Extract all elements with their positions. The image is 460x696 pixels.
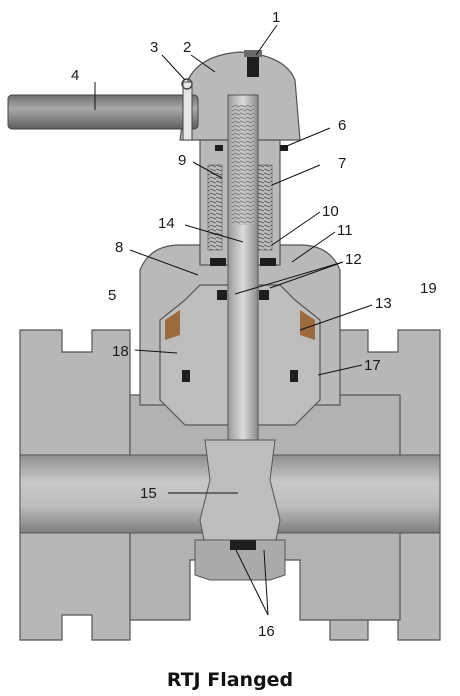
stem-seal-right [259, 290, 269, 300]
bronze-ring-right [300, 310, 315, 340]
bronze-ring-left [165, 310, 180, 340]
callout-4: 4 [71, 67, 79, 84]
callout-14: 14 [158, 215, 175, 232]
callout-8: 8 [115, 239, 123, 256]
callout-5: 5 [108, 287, 116, 304]
bonnet-o-ring-left [182, 370, 190, 382]
grease-fitting [247, 55, 259, 77]
packing-right [260, 258, 276, 266]
callout-2: 2 [183, 39, 191, 56]
callout-11: 11 [337, 222, 353, 239]
callout-13: 13 [375, 295, 392, 312]
upper-seal-left [215, 145, 223, 151]
spring-left [207, 164, 223, 251]
callout-7: 7 [338, 155, 346, 172]
callout-10: 10 [322, 203, 339, 220]
pin-ring [181, 78, 193, 90]
stem-thread [232, 105, 254, 225]
callout-9: 9 [178, 152, 186, 169]
stem-seal-left [217, 290, 227, 300]
grease-fitting-cap [244, 50, 262, 57]
callout-12: 12 [345, 251, 362, 268]
bottom-seat [194, 539, 286, 581]
callout-6: 6 [338, 117, 346, 134]
callout-1: 1 [272, 9, 280, 26]
callout-3: 3 [150, 39, 158, 56]
diagram-caption: RTJ Flanged [167, 669, 293, 691]
seat-black [230, 540, 256, 550]
callout-19: 19 [420, 280, 437, 297]
spring-right [257, 164, 273, 251]
callout-16: 16 [258, 623, 275, 640]
handle-pin [182, 81, 193, 141]
upper-seal-right [280, 145, 288, 151]
callout-18: 18 [112, 343, 129, 360]
callout-15: 15 [140, 485, 157, 502]
handle-bar [7, 94, 199, 130]
packing-left [210, 258, 226, 266]
callout-17: 17 [364, 357, 381, 374]
bonnet-o-ring-right [290, 370, 298, 382]
